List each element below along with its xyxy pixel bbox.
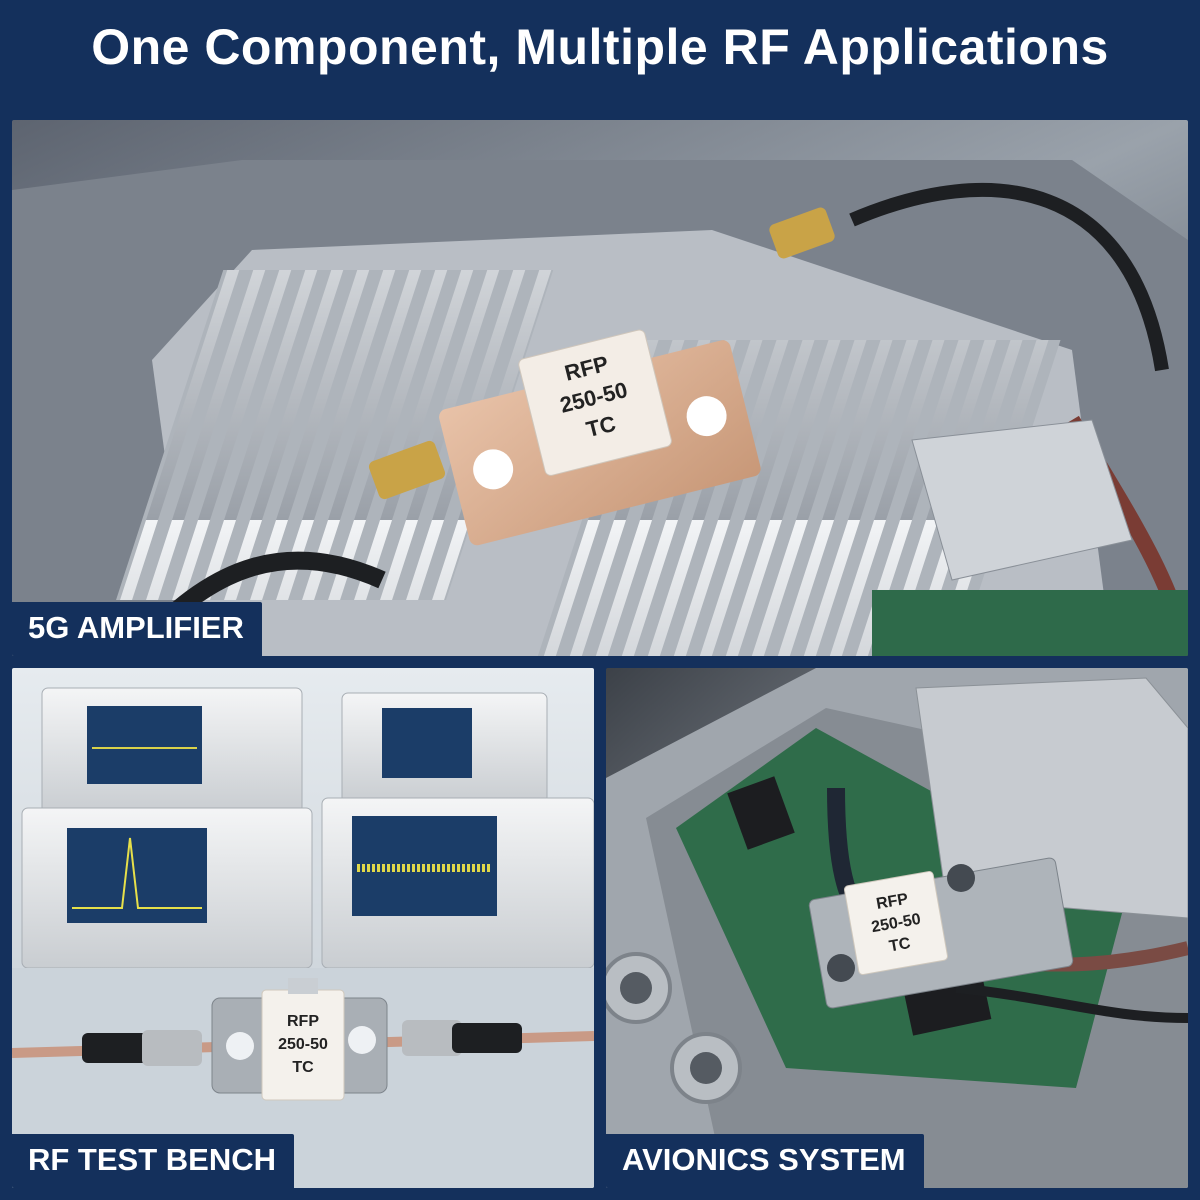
caption-5g-amplifier: 5G AMPLIFIER xyxy=(12,602,262,656)
page-title: One Component, Multiple RF Applications xyxy=(91,19,1109,75)
component-label-line1: RFP xyxy=(875,891,910,913)
panel-rf-test-bench: RFP 250-50 TC RF TEST BENCH xyxy=(12,668,594,1188)
test-bench-photo: RFP 250-50 TC xyxy=(12,668,594,1188)
panel-avionics-system: RFP 250-50 TC AVIONICS SYSTEM xyxy=(606,668,1188,1188)
component-label-line1: RFP xyxy=(287,1013,319,1030)
component-label-line3: TC xyxy=(888,935,912,956)
caption-rf-test-bench: RF TEST BENCH xyxy=(12,1134,294,1188)
panel-5g-amplifier: RFP 250-50 TC 5G AMPLIFIER xyxy=(12,120,1188,656)
caption-avionics-system: AVIONICS SYSTEM xyxy=(606,1134,924,1188)
avionics-photo: RFP 250-50 TC xyxy=(606,668,1188,1188)
component-label-line3: TC xyxy=(292,1059,314,1076)
amplifier-photo: RFP 250-50 TC xyxy=(12,120,1188,656)
component-label-line2: 250-50 xyxy=(278,1036,328,1053)
